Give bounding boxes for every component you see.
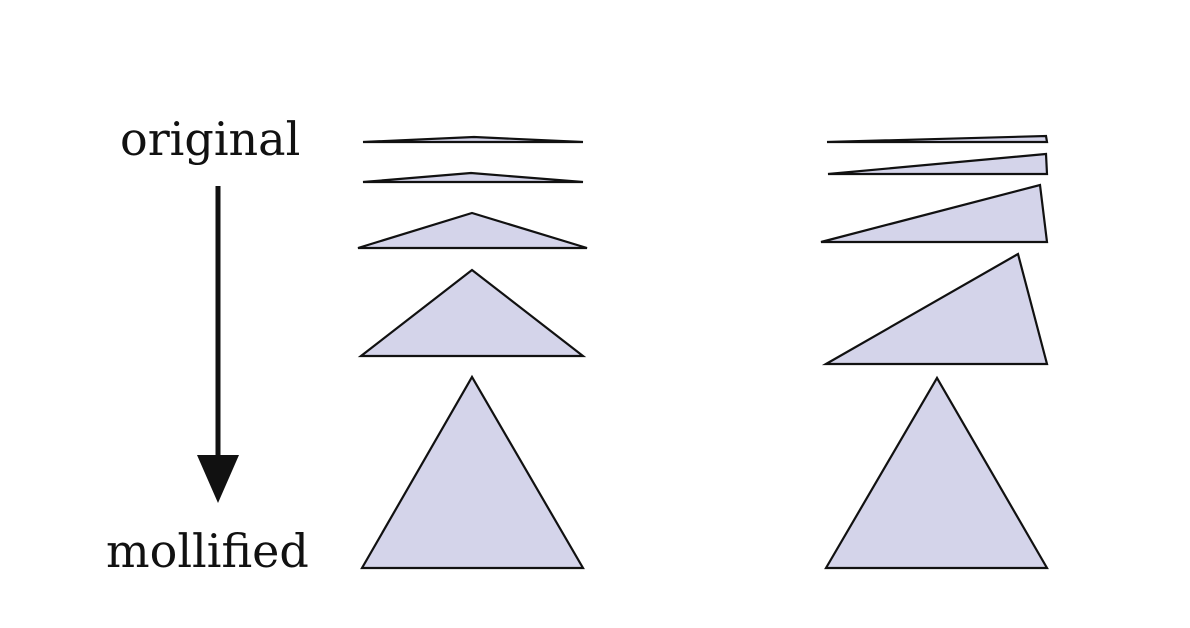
progress-arrow: [197, 186, 239, 503]
right-triangle-stage-4: [821, 252, 1049, 366]
right-column: [820, 134, 1049, 570]
right-triangle-stage-5: [824, 375, 1049, 570]
left-triangle-stage-2: [362, 171, 584, 184]
left-triangle-stage-1: [362, 135, 584, 144]
left-triangle-stage-5: [360, 374, 585, 570]
left-triangle-stage-4: [357, 268, 587, 358]
right-triangle-stage-3: [820, 183, 1049, 244]
right-triangle-stage-2: [827, 152, 1049, 176]
left-triangle-stage-3: [357, 211, 588, 250]
label-original: original: [120, 112, 301, 166]
label-mollified: mollified: [106, 524, 309, 578]
left-column: [357, 135, 588, 570]
right-triangle-stage-1: [826, 134, 1049, 144]
arrow-head: [197, 455, 239, 503]
